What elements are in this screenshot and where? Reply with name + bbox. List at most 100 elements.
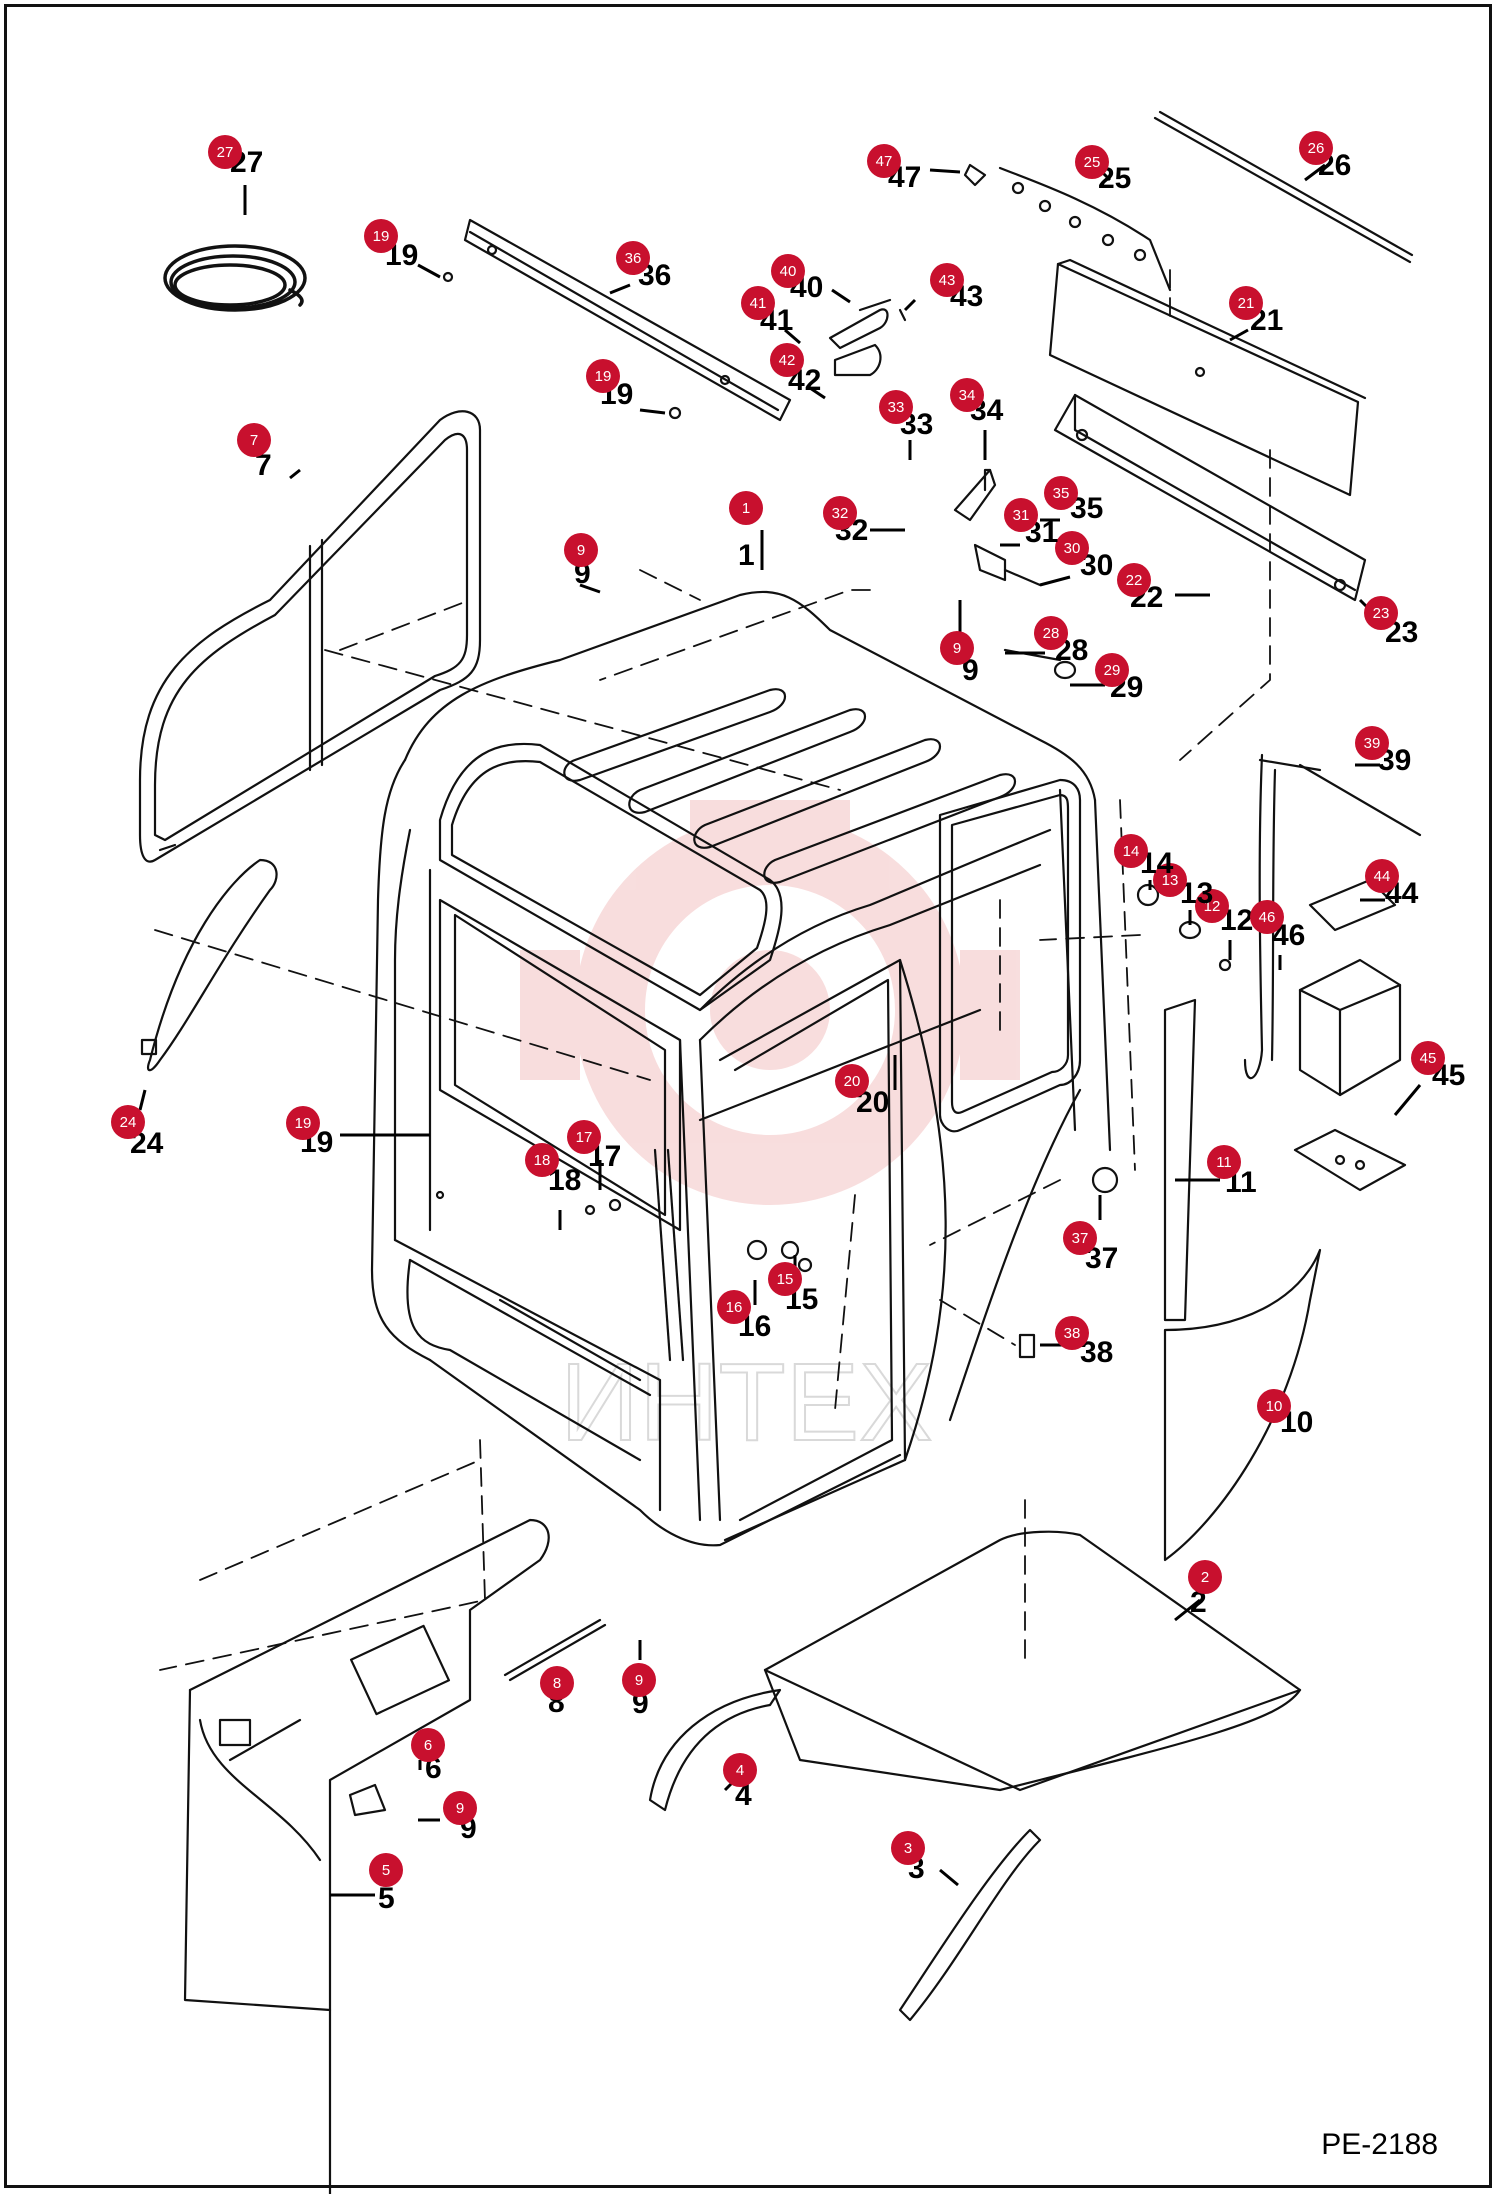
callout-leader <box>784 328 801 345</box>
callout-number: 2 <box>1190 1586 1207 1619</box>
callout-badge-label: 34 <box>959 387 976 404</box>
callout-badge <box>950 378 984 412</box>
callout-layer: 1122334455667788999999991010111112121313… <box>111 131 1465 1915</box>
side-strip-panels <box>1163 998 1322 1562</box>
callout-badge <box>891 1831 925 1865</box>
callout-leader <box>1304 163 1326 182</box>
callout-number: 5 <box>378 1882 395 1915</box>
callout-badge <box>1188 1560 1222 1594</box>
callout-badge <box>364 219 398 253</box>
callout-badge-label: 10 <box>1266 1398 1283 1415</box>
upper-trim <box>442 218 792 422</box>
callout-badge <box>1034 616 1068 650</box>
washer-hose <box>963 163 1172 292</box>
callout-badge-label: 36 <box>625 250 642 267</box>
callout-badge <box>1207 1145 1241 1179</box>
bracket-34 <box>953 468 997 522</box>
callout-badge-label: 38 <box>1064 1325 1081 1342</box>
callout-badge-label: 47 <box>876 153 893 170</box>
callout-leader <box>579 583 601 594</box>
callout-badge-label: 9 <box>456 1800 464 1817</box>
callout-badge <box>879 390 913 424</box>
callout-badge-label: 9 <box>953 640 961 657</box>
callout-leader <box>1393 1084 1422 1116</box>
callout-badge-label: 22 <box>1126 572 1143 589</box>
callout-6: 66 <box>411 1728 445 1785</box>
callout-8: 88 <box>540 1666 574 1719</box>
callout-9d: 99 <box>418 1791 477 1845</box>
callout-badge <box>940 631 974 665</box>
callout-badge <box>1055 1316 1089 1350</box>
callout-badge <box>1055 531 1089 565</box>
callout-badge-label: 23 <box>1373 605 1390 622</box>
callout-badge <box>208 135 242 169</box>
small-parts <box>348 883 1232 1817</box>
callout-badge <box>771 254 805 288</box>
callout-leader <box>929 168 961 174</box>
callout-badge <box>741 286 775 320</box>
callout-badge-label: 26 <box>1308 140 1325 157</box>
speaker <box>828 298 907 377</box>
callout-badge-label: 37 <box>1072 1230 1089 1247</box>
cab-frame <box>370 590 1112 1547</box>
callout-badge-label: 9 <box>635 1672 643 1689</box>
callout-badge-label: 12 <box>1204 898 1221 915</box>
callout-badge-label: 27 <box>217 144 234 161</box>
callout-badge <box>835 1064 869 1098</box>
callout-badge-label: 46 <box>1259 909 1276 926</box>
callout-9c: 99 <box>622 1640 656 1720</box>
callout-badge-label: 4 <box>736 1762 744 1779</box>
callout-badge-label: 16 <box>726 1299 743 1316</box>
antenna-rod <box>1153 110 1414 264</box>
floor-mat <box>763 1530 1302 1792</box>
callout-badge <box>770 343 804 377</box>
callout-leader <box>903 298 917 312</box>
callout-leader <box>939 1868 959 1887</box>
callout-badge-label: 33 <box>888 399 905 416</box>
rear-trim-pieces <box>648 1688 1042 2022</box>
callout-badge <box>1229 286 1263 320</box>
mounting-rail <box>1053 393 1367 602</box>
callout-badge <box>540 1666 574 1700</box>
callout-badge-label: 18 <box>534 1152 551 1169</box>
callout-9b: 99 <box>940 600 979 687</box>
callout-badge <box>1364 596 1398 630</box>
callout-badge-label: 5 <box>382 1862 390 1879</box>
callout-badge-label: 24 <box>120 1114 137 1131</box>
callout-badge <box>111 1105 145 1139</box>
callout-badge <box>443 1791 477 1825</box>
callout-badge <box>723 1753 757 1787</box>
callout-badge <box>616 241 650 275</box>
callout-leader <box>1174 1598 1201 1622</box>
callout-badge-label: 21 <box>1238 295 1255 312</box>
callout-badge <box>1153 863 1187 897</box>
corner-glass <box>140 858 278 1072</box>
callout-badge <box>768 1262 802 1296</box>
